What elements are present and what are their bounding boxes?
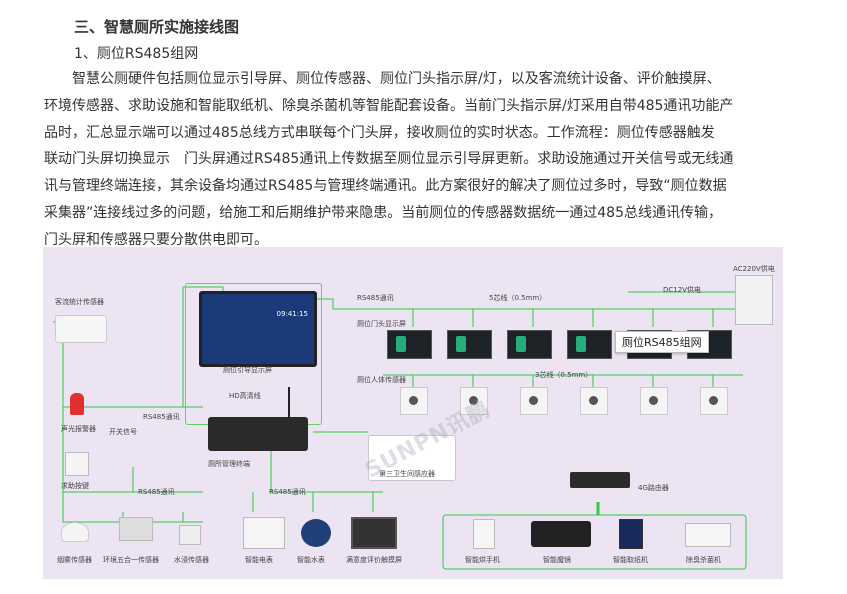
subsection-heading: 1、厕位RS485组网 bbox=[74, 46, 199, 62]
touch-screen-label: 满意度评价触摸屏 bbox=[346, 556, 402, 564]
wiring-diagram: 客流统计传感器 09:41:15 厕位引导显示屏 HD高清线 RS485通讯 5… bbox=[43, 247, 783, 579]
paragraph-line: 环境传感器、求助设施和智能取纸机、除臭杀菌机等智能配套设备。当前门头指示屏/灯采… bbox=[44, 97, 734, 114]
rs485-top-label: RS485通讯 bbox=[357, 294, 394, 302]
help-button-label: 求助按键 bbox=[61, 482, 89, 490]
router-device bbox=[570, 472, 630, 488]
door-screen-1 bbox=[387, 330, 432, 359]
paragraph-line: 智慧公厕硬件包括厕位显示引导屏、厕位传感器、厕位门头指示屏/灯，以及客流统计设备… bbox=[44, 71, 721, 87]
alarm-label: 声光报警器 bbox=[61, 425, 96, 433]
smoke-label: 烟雾传感器 bbox=[57, 556, 92, 564]
paragraph-line: 讯与管理终端连接，其余设备均通过RS485与管理终端通讯。此方案很好的解决了厕位… bbox=[44, 178, 727, 195]
switch-signal-label: 开关信号 bbox=[109, 428, 137, 436]
wire3-label: 3芯线（0.5mm） bbox=[535, 371, 593, 379]
smoke-sensor-device bbox=[61, 522, 89, 542]
hand-dryer-device bbox=[473, 519, 495, 549]
water-meter-label: 智能水表 bbox=[297, 556, 325, 564]
section-heading: 三、智慧厕所实施接线图 bbox=[74, 18, 240, 36]
guide-screen-device: 09:41:15 bbox=[199, 291, 317, 367]
deodorizer-label: 除臭杀菌机 bbox=[686, 556, 721, 564]
rs485-bottom-mid-label: RS485通讯 bbox=[269, 488, 306, 496]
power-box bbox=[735, 275, 773, 325]
terminal-antenna bbox=[288, 387, 290, 417]
body-sensor-5 bbox=[640, 387, 668, 415]
rs485-left-label: RS485通讯 bbox=[143, 413, 180, 421]
body-sensor-6 bbox=[700, 387, 728, 415]
meter-label: 智能电表 bbox=[245, 556, 273, 564]
rs485-bottom-left-label: RS485通讯 bbox=[138, 488, 175, 496]
body-sensor-2 bbox=[460, 387, 488, 415]
alarm-device bbox=[70, 393, 84, 415]
touch-screen-device bbox=[351, 517, 397, 549]
meter-device bbox=[243, 517, 285, 549]
water-level-device bbox=[179, 525, 201, 545]
terminal-label: 厕所管理终端 bbox=[208, 460, 250, 468]
router-label: 4G路由器 bbox=[638, 484, 669, 492]
smart-mirror-device bbox=[531, 521, 591, 547]
hand-dryer-label: 智能烘手机 bbox=[465, 556, 500, 564]
door-screen-label: 厕位门头显示屏 bbox=[357, 320, 406, 328]
paper-dispenser-label: 智能取纸机 bbox=[613, 556, 648, 564]
terminal-device bbox=[208, 417, 308, 451]
body-paragraph: 智慧公厕硬件包括厕位显示引导屏、厕位传感器、厕位门头指示屏/灯，以及客流统计设备… bbox=[44, 66, 824, 254]
body-sensor-label: 厕位人体传感器 bbox=[357, 376, 406, 384]
door-screen-2 bbox=[447, 330, 492, 359]
guide-screen-label: 厕位引导显示屏 bbox=[223, 366, 272, 374]
door-screen-3 bbox=[507, 330, 552, 359]
dc12-label: DC12V供电 bbox=[663, 286, 701, 294]
passenger-sensor-device bbox=[55, 315, 107, 343]
smart-mirror-label: 智能魔镜 bbox=[543, 556, 571, 564]
passenger-sensor-label: 客流统计传感器 bbox=[55, 298, 104, 306]
body-sensor-4 bbox=[580, 387, 608, 415]
third-sensor-label: 第三卫生间感应器 bbox=[379, 470, 435, 478]
hd-link-label: HD高清线 bbox=[229, 392, 261, 400]
ac220-label: AC220V供电 bbox=[733, 265, 775, 273]
paragraph-line: 联动门头屏切换显示 门头屏通过RS485通讯上传数据至厕位显示引导屏更新。求助设… bbox=[44, 151, 734, 168]
paragraph-line: 采集器”连接线过多的问题，给施工和后期维护带来隐患。当前厕位的传感器数据统一通过… bbox=[44, 204, 722, 221]
env-sensor-device bbox=[119, 517, 153, 541]
help-button-device bbox=[65, 452, 89, 476]
guide-screen-time: 09:41:15 bbox=[276, 310, 308, 318]
water-level-label: 水浸传感器 bbox=[174, 556, 209, 564]
paper-dispenser-device bbox=[619, 519, 643, 549]
image-tooltip: 厕位RS485组网 bbox=[615, 331, 709, 353]
water-meter-device bbox=[301, 519, 331, 547]
door-screen-4 bbox=[567, 330, 612, 359]
body-sensor-1 bbox=[400, 387, 428, 415]
deodorizer-device bbox=[685, 523, 731, 547]
env-label: 环境五合一传感器 bbox=[103, 556, 159, 564]
paragraph-line: 门头屏和传感器只要分散供电即可。 bbox=[44, 231, 268, 248]
wire5-label: 5芯线（0.5mm） bbox=[489, 294, 547, 302]
third-sensor-box bbox=[368, 435, 456, 481]
body-sensor-3 bbox=[520, 387, 548, 415]
paragraph-line: 品时，汇总显示端可以通过485总线方式串联每个门头屏，接收厕位的实时状态。工作流… bbox=[44, 124, 715, 141]
